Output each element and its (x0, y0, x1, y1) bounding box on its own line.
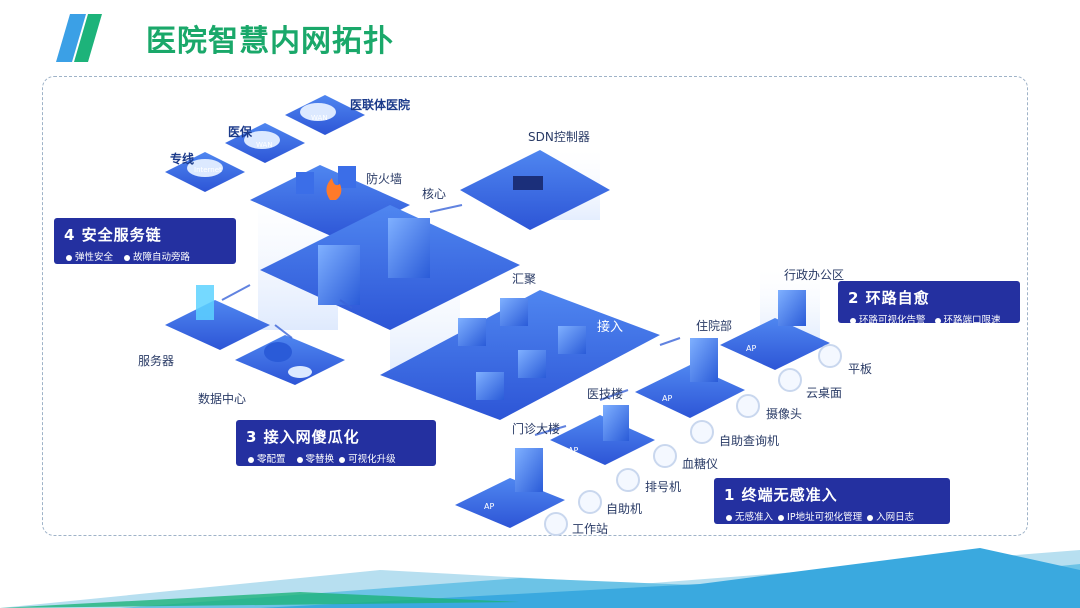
terminal-label-workstation: 工作站 (572, 522, 609, 536)
wan-platform-yibao (225, 123, 305, 163)
callout-2-items: 环路可视化告警 环路端口限速 (848, 312, 1010, 326)
node-label-xingzheng: 行政办公区 (784, 268, 845, 282)
terminal-label-camera: 摄像头 (766, 407, 803, 421)
ap-tag-menzhen: AP (484, 502, 495, 511)
callout-1-items: 无感准入 IP地址可视化管理 入网日志 (724, 509, 940, 523)
terminal-icon-camera (736, 394, 760, 418)
callout-loop-healing: 2 环路自愈 环路可视化告警 环路端口限速 (838, 281, 1020, 326)
wan-platform-lianti (285, 95, 365, 135)
terminal-label-queue: 排号机 (645, 480, 682, 494)
terminal-label-cloud-desktop: 云桌面 (806, 386, 843, 400)
ap-tag-xingzheng: AP (746, 344, 757, 353)
callout-4-title: 4 安全服务链 (64, 226, 162, 244)
terminal-label-tablet: 平板 (848, 362, 873, 376)
node-label-lianti: 医联体医院 (350, 98, 411, 112)
wan-tag-1: WAN (311, 114, 328, 122)
page-title: 医院智慧内网拓扑 (146, 24, 394, 59)
footer-wave-decoration (0, 548, 1080, 608)
terminal-icon-glucose (653, 444, 677, 468)
callout-terminal-access: 1 终端无感准入 无感准入 IP地址可视化管理 入网日志 (714, 478, 950, 524)
callout-access-simplified: 3 接入网傻瓜化 零配置 零替换 可视化升级 (236, 420, 436, 466)
node-label-firewall: 防火墙 (366, 172, 403, 186)
terminal-icon-queue (616, 468, 640, 492)
callout-4-items: 弹性安全 故障自动旁路 (64, 249, 226, 263)
node-label-zhuyuan: 住院部 (696, 319, 733, 333)
terminal-label-glucose: 血糖仪 (682, 457, 719, 471)
node-label-yiji: 医技楼 (587, 387, 624, 401)
node-label-server: 服务器 (138, 354, 175, 368)
terminal-label-kiosk: 自助机 (606, 502, 643, 516)
node-label-sdn: SDN控制器 (528, 130, 590, 144)
node-label-menzhen: 门诊大楼 (512, 422, 561, 436)
callout-3-items: 零配置 零替换 可视化升级 (246, 451, 426, 465)
callout-1-title: 1 终端无感准入 (724, 486, 838, 504)
ap-tag-zhuyuan: AP (662, 394, 673, 403)
node-label-huiju: 汇聚 (512, 272, 537, 286)
callout-security-chain: 4 安全服务链 弹性安全 故障自动旁路 (54, 218, 236, 264)
callout-2-title: 2 环路自愈 (848, 289, 930, 307)
callout-3-title: 3 接入网傻瓜化 (246, 428, 360, 446)
node-label-yibao: 医保 (228, 125, 253, 139)
terminal-icon-query (690, 420, 714, 444)
wan-platform-zhuanxian (165, 152, 245, 192)
terminal-icon-tablet (818, 344, 842, 368)
node-label-datacenter: 数据中心 (198, 392, 247, 406)
ap-tag-yiji: AP (568, 446, 579, 455)
node-label-core: 核心 (422, 187, 447, 201)
terminal-icon-workstation (544, 512, 568, 536)
terminal-icon-cloud-desktop (778, 368, 802, 392)
terminal-label-query: 自助查询机 (719, 434, 780, 448)
internet-tag: Internet (194, 166, 222, 174)
title-stripe-icon (56, 14, 102, 62)
node-label-zhuanxian: 专线 (170, 152, 195, 166)
terminal-icon-kiosk (578, 490, 602, 514)
diagram-frame (42, 76, 1028, 536)
wan-tag-2: WAN (256, 141, 273, 149)
node-label-jieru: 接入 (597, 320, 624, 335)
